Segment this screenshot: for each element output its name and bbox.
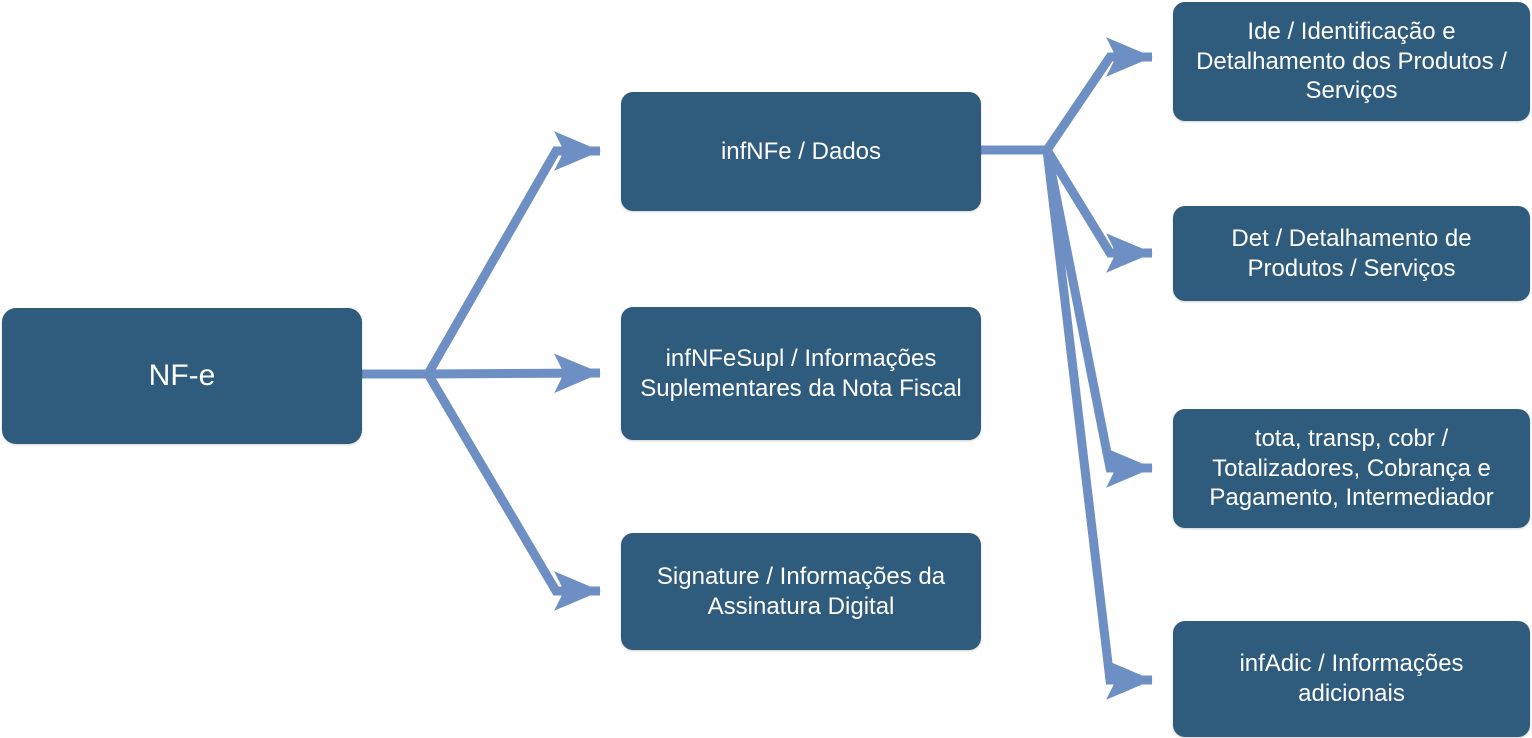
node-tota-transp-cobr-label: tota, transp, cobr / Totalizadores, Cobr… [1209, 424, 1494, 512]
edge-infnfe-to-det [1043, 147, 1153, 273]
node-signature-label: Signature / Informações da Assinatura Di… [656, 562, 946, 620]
node-infnfesupl[interactable]: infNFeSupl / Informações Suplementares d… [621, 307, 981, 440]
edge-nfe-to-infnfesupl [427, 353, 601, 394]
node-det-label: Det / Detalhamento de Produtos / Serviço… [1231, 224, 1472, 282]
edge-infnfe-to-infadic [1042, 149, 1153, 700]
edge-nfe-to-signature [424, 371, 601, 611]
node-signature[interactable]: Signature / Informações da Assinatura Di… [621, 533, 981, 650]
node-ide-label: Ide / Identificação e Detalhamento dos P… [1196, 17, 1507, 105]
node-infnfe[interactable]: infNFe / Dados [621, 92, 981, 211]
node-infadic[interactable]: infAdic / Informações adicionais [1173, 621, 1530, 737]
edge-infnfe-to-tota [1042, 149, 1153, 488]
node-nfe-label: NF-e [148, 359, 216, 393]
node-infnfesupl-label: infNFeSupl / Informações Suplementares d… [640, 344, 962, 402]
edge-infnfe-to-ide [1043, 37, 1153, 153]
node-nfe[interactable]: NF-e [2, 308, 362, 444]
edge-nfe-to-infnfe [424, 131, 601, 377]
node-ide[interactable]: Ide / Identificação e Detalhamento dos P… [1173, 2, 1530, 121]
node-infadic-label: infAdic / Informações adicionais [1239, 650, 1464, 707]
node-infnfe-label: infNFe / Dados [720, 137, 882, 165]
node-tota-transp-cobr[interactable]: tota, transp, cobr / Totalizadores, Cobr… [1173, 409, 1530, 528]
node-det[interactable]: Det / Detalhamento de Produtos / Serviço… [1173, 206, 1530, 301]
